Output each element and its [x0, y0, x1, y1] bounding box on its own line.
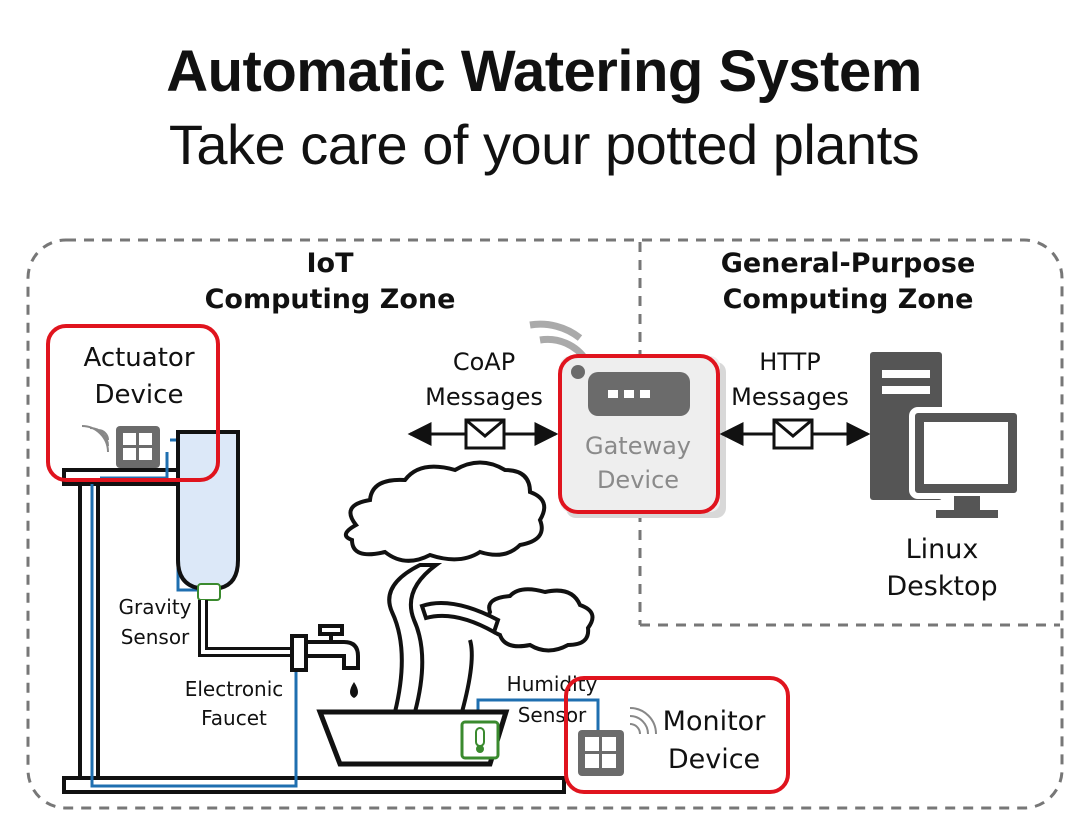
gravity-sensor-label-1: Gravity — [118, 595, 191, 619]
monitor-label-1: Monitor — [663, 706, 767, 737]
actuator-highlight — [46, 324, 220, 482]
coap-envelope-icon — [464, 418, 506, 450]
gateway-highlight — [558, 354, 720, 514]
router-icon — [588, 372, 690, 416]
gravity-sensor-icon — [197, 583, 221, 601]
gravity-sensor-label-2: Sensor — [121, 625, 190, 649]
bonsai-tree-icon — [344, 460, 595, 714]
coap-label-2: Messages — [425, 383, 543, 411]
faucet-icon — [290, 624, 360, 672]
humidity-sensor-label-1: Humidity — [507, 672, 598, 696]
plant-pot — [316, 709, 510, 767]
faucet-label-2: Faucet — [201, 706, 267, 730]
http-label-2: Messages — [731, 383, 849, 411]
monitor-device-icon — [578, 707, 657, 776]
humidity-sensor-label-2: Sensor — [518, 703, 587, 727]
water-pipe — [198, 600, 300, 657]
general-zone-label-2: Computing Zone — [723, 284, 974, 315]
monitor-label-2: Device — [668, 744, 760, 775]
general-zone-label-1: General-Purpose — [721, 248, 976, 279]
water-bottle — [176, 430, 240, 590]
humidity-sensor-icon — [460, 720, 500, 760]
water-drop-icon — [350, 682, 358, 698]
monitor-highlight — [564, 676, 790, 794]
http-envelope-icon — [772, 418, 814, 450]
actuator-label-1: Actuator — [83, 343, 194, 373]
page-subtitle: Take care of your potted plants — [168, 113, 920, 176]
page-title: Automatic Watering System — [166, 39, 922, 104]
iot-zone-label-1: IoT — [306, 248, 354, 279]
desktop-computer-icon — [870, 352, 1023, 518]
gateway-label-2: Device — [597, 466, 679, 494]
iot-zone-label-2: Computing Zone — [205, 284, 456, 315]
coap-label-1: CoAP — [453, 348, 515, 376]
system-boundary — [26, 238, 1064, 810]
gateway-label-1: Gateway — [585, 432, 691, 460]
http-label-1: HTTP — [759, 348, 820, 376]
desktop-label-2: Desktop — [886, 571, 997, 602]
actuator-label-2: Device — [95, 380, 184, 410]
actuator-device-icon — [81, 425, 160, 468]
desktop-label-1: Linux — [906, 534, 979, 565]
faucet-label-1: Electronic — [185, 677, 284, 701]
